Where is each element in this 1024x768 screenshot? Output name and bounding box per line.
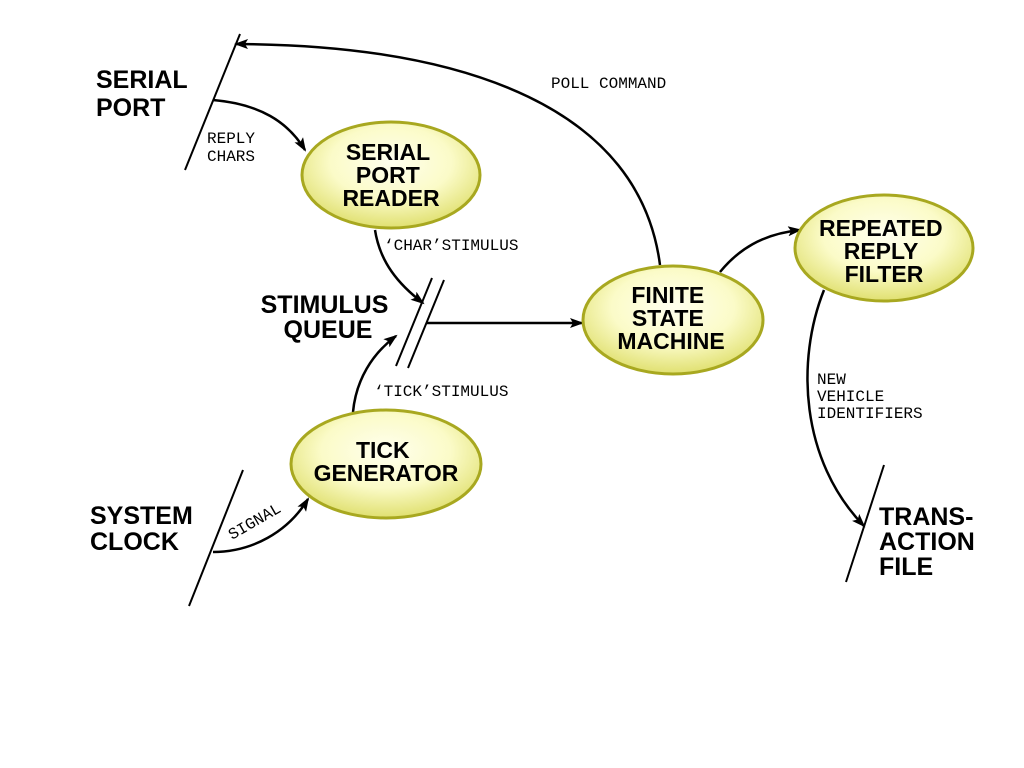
char-stimulus-label: ‘CHAR’STIMULUS <box>384 237 518 255</box>
repeated-reply-filter-process: REPEATED REPLY FILTER <box>793 193 975 303</box>
char-stimulus-flow <box>373 229 425 305</box>
finite-state-machine-process: FINITE STATE MACHINE <box>581 264 765 376</box>
reply-chars-flow <box>212 98 307 152</box>
new-vehicle-identifiers-flow <box>806 289 866 528</box>
tick-stimulus-label: ‘TICK’STIMULUS <box>374 383 508 401</box>
system-clock-terminator: SYSTEM CLOCK <box>90 469 244 607</box>
tick-generator-bubble <box>289 408 483 520</box>
tick-stimulus-flow <box>351 334 398 413</box>
stimulus-queue-label: STIMULUS QUEUE <box>261 291 396 344</box>
reply-chars-label: REPLY CHARS <box>207 130 265 166</box>
flows: POLL COMMAND REPLY CHARS ‘CHAR’STIMULUS … <box>207 39 923 554</box>
serial-port-reader-bubble <box>300 120 482 230</box>
transaction-file-label: TRANS- ACTION FILE <box>879 503 982 581</box>
serial-port-label: SERIAL PORT <box>96 66 194 122</box>
tick-generator-process: TICK GENERATOR <box>289 408 483 520</box>
repeated-reply-filter-bubble <box>793 193 975 303</box>
system-clock-marker <box>188 469 244 607</box>
serial-port-marker <box>184 33 241 171</box>
poll-command-flow <box>234 39 662 266</box>
tick-generator-label: TICK GENERATOR <box>314 437 459 486</box>
fsm-to-filter-flow <box>719 226 802 273</box>
signal-flow <box>212 497 310 554</box>
serial-port-terminator: SERIAL PORT <box>96 33 241 171</box>
repeated-reply-filter-label: REPEATED REPLY FILTER <box>819 215 949 287</box>
finite-state-machine-bubble <box>581 264 765 376</box>
stimulus-queue-store: STIMULUS QUEUE <box>261 277 445 369</box>
serial-port-reader-label: SERIAL PORT READER <box>342 139 440 211</box>
transaction-file-terminator: TRANS- ACTION FILE <box>845 464 982 583</box>
finite-state-machine-label: FINITE STATE MACHINE <box>617 282 724 354</box>
signal-label: SIGNAL <box>226 500 285 544</box>
poll-command-label: POLL COMMAND <box>551 75 666 93</box>
stimulus-queue-bar-left <box>395 277 433 367</box>
serial-port-reader-process: SERIAL PORT READER <box>300 120 482 230</box>
system-clock-label: SYSTEM CLOCK <box>90 502 200 556</box>
new-vehicle-identifiers-label: NEW VEHICLE IDENTIFIERS <box>817 371 923 423</box>
